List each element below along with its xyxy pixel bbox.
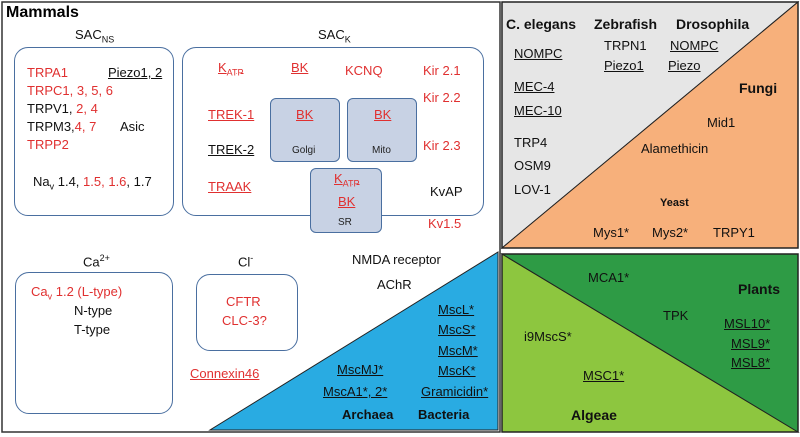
golgi-bk-label: BK <box>296 107 314 122</box>
drosophila-title: Drosophila <box>676 16 750 32</box>
celegans-item-4: OSM9 <box>514 158 551 173</box>
zebrafish-item-0: TRPN1 <box>604 38 647 53</box>
zebrafish-item-1: Piezo1 <box>604 58 644 73</box>
nmda-label: NMDA receptor <box>352 252 441 267</box>
trpy1-label: TRPY1 <box>713 225 755 240</box>
kir21-label: Kir 2.1 <box>423 63 461 78</box>
mca1-label: MCA1* <box>588 270 630 285</box>
kv15-label: Kv1.5 <box>428 216 462 231</box>
celegans-item-2: MEC-10 <box>514 103 562 118</box>
trpc-label: TRPC1, 3, 5, 6 <box>27 83 113 98</box>
bacteria-item-2: MscM* <box>438 343 478 358</box>
fungi-title: Fungi <box>739 80 778 96</box>
trpp2-label: TRPP2 <box>27 137 69 152</box>
ttype-label: T-type <box>74 322 111 337</box>
ntype-label: N-type <box>74 303 113 318</box>
archaea-label: Archaea <box>342 407 394 422</box>
sr-katp-label: KATP <box>334 171 360 189</box>
achr-label: AChR <box>377 277 412 292</box>
golgi-label: Golgi <box>292 145 316 156</box>
cftr-label: CFTR <box>226 294 261 309</box>
alamethicin-label: Alamethicin <box>641 141 709 156</box>
celegans-item-1: MEC-4 <box>514 79 555 94</box>
bacteria-item-1: MscS* <box>438 322 476 337</box>
sacns-title: SACNS <box>75 27 115 45</box>
celegans-title: C. elegans <box>506 16 577 32</box>
bk-label: BK <box>291 60 309 75</box>
nav-label: Nav 1.4, 1.5, 1.6, 1.7 <box>33 174 152 192</box>
sr-box <box>310 168 382 233</box>
clc3-label: CLC-3? <box>222 313 267 328</box>
bacteria-label: Bacteria <box>418 407 470 422</box>
trek2-label: TREK-2 <box>208 142 255 157</box>
ca-title: Ca2+ <box>83 253 110 270</box>
sr-label: SR <box>338 217 352 228</box>
asic-label: Asic <box>120 119 145 134</box>
trpv-label: TRPV1, 2, 4 <box>27 101 98 116</box>
mito-box <box>347 98 417 162</box>
mys2-label: Mys2* <box>652 225 689 240</box>
bacteria-item-4: Gramicidin* <box>421 384 489 399</box>
msl8-label: MSL8* <box>731 355 771 370</box>
msl10-label: MSL10* <box>724 316 771 331</box>
archaea-bacteria-region <box>208 251 499 431</box>
kvap-label: KvAP <box>430 184 463 199</box>
msl9-label: MSL9* <box>731 336 771 351</box>
cl-box <box>196 274 298 351</box>
mid1-label: Mid1 <box>707 115 736 130</box>
cl-title: Cl- <box>238 253 254 270</box>
ca-box <box>15 272 173 414</box>
i9mscs-label: i9MscS* <box>524 329 572 344</box>
celegans-item-3: TRP4 <box>514 135 548 150</box>
zebrafish-title: Zebrafish <box>594 16 658 32</box>
trek1-label: TREK-1 <box>208 107 255 122</box>
connexin-label: Connexin46 <box>190 366 260 381</box>
archaea-item-1: MscA1*, 2* <box>323 384 388 399</box>
celegans-item-5: LOV-1 <box>514 182 551 197</box>
yeast-label: Yeast <box>660 197 689 209</box>
traak-label: TRAAK <box>208 179 252 194</box>
mys1-label: Mys1* <box>593 225 630 240</box>
mammals-title: Mammals <box>6 4 79 21</box>
golgi-box <box>270 98 340 162</box>
sack-title: SACK <box>318 27 351 45</box>
msc1-label: MSC1* <box>583 368 625 383</box>
celegans-item-0: NOMPC <box>514 46 563 61</box>
kir22-label: Kir 2.2 <box>423 90 461 105</box>
cav-label: Cav 1.2 (L-type) <box>31 284 123 302</box>
mito-label: Mito <box>372 145 391 156</box>
drosophila-item-0: NOMPC <box>670 38 719 53</box>
tpk-label: TPK <box>663 308 689 323</box>
katp-label: KATP <box>218 60 244 78</box>
bacteria-item-3: MscK* <box>438 363 476 378</box>
mito-bk-label: BK <box>374 107 392 122</box>
kir23-label: Kir 2.3 <box>423 138 461 153</box>
sacns-box <box>14 47 174 216</box>
trpm-label: TRPM3,4, 7 <box>27 119 97 134</box>
kcnq-label: KCNQ <box>345 63 383 78</box>
algae-title: Algeae <box>571 407 617 423</box>
sr-bk-label: BK <box>338 194 356 209</box>
piezo-label: Piezo1, 2 <box>108 65 163 80</box>
trpa1-label: TRPA1 <box>27 65 68 80</box>
archaea-item-0: MscMJ* <box>337 362 384 377</box>
drosophila-item-1: Piezo <box>668 58 701 73</box>
bacteria-item-0: MscL* <box>438 302 475 317</box>
plants-title: Plants <box>738 281 781 297</box>
